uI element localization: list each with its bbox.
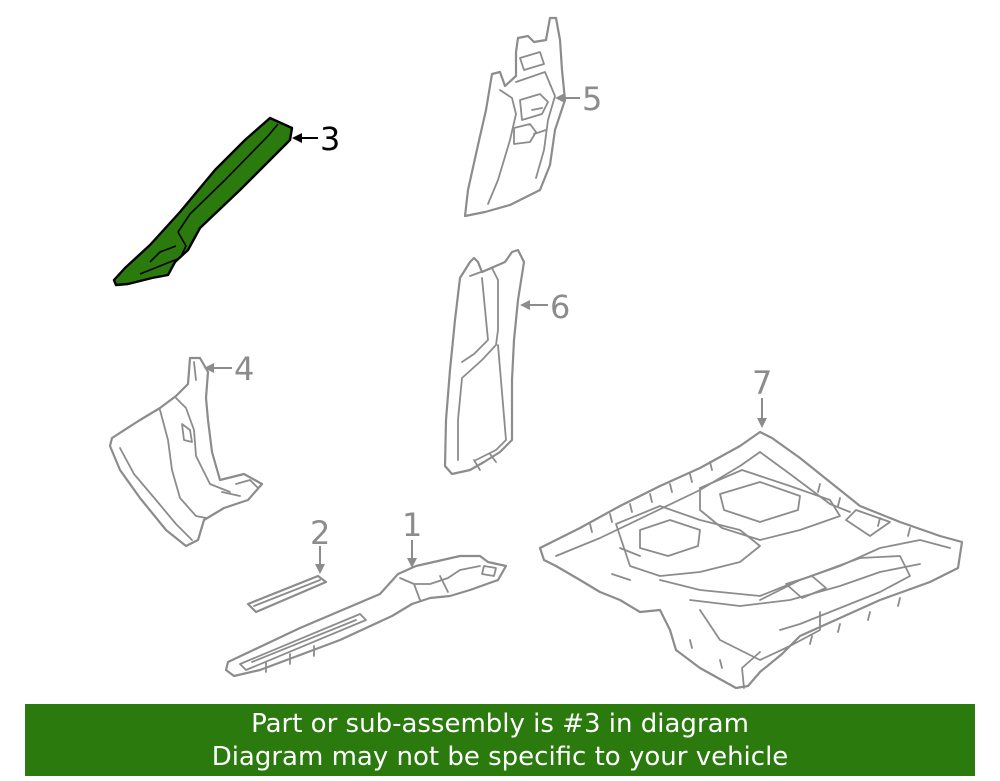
callout-number-4: 4 — [234, 350, 254, 388]
parts-diagram: 3 5 6 4 — [108, 16, 964, 690]
callout-number-2: 2 — [310, 514, 330, 552]
part-3-a-pillar-trim[interactable] — [112, 116, 294, 287]
callout-number-7: 7 — [752, 364, 772, 402]
callout-7: 7 — [752, 364, 772, 428]
callout-4: 4 — [204, 350, 254, 388]
part-5-upper-b-pillar-trim[interactable] — [463, 16, 567, 218]
info-banner: Part or sub-assembly is #3 in diagram Di… — [25, 704, 975, 776]
callout-2: 2 — [310, 514, 330, 574]
callout-number-1: 1 — [402, 506, 422, 544]
callout-number-3: 3 — [320, 120, 340, 158]
part-7-floor-carpet[interactable] — [538, 430, 964, 690]
callout-1: 1 — [402, 506, 422, 568]
part-6-lower-b-pillar-trim[interactable] — [443, 248, 526, 476]
banner-line-disclaimer: Diagram may not be specific to your vehi… — [211, 742, 789, 772]
part-1-door-scuff-plate[interactable] — [224, 554, 508, 678]
callout-6: 6 — [520, 288, 570, 326]
callout-3: 3 — [292, 120, 340, 158]
callout-number-5: 5 — [582, 80, 602, 118]
callout-5: 5 — [555, 80, 602, 118]
part-2-scuff-strip[interactable] — [246, 574, 328, 614]
part-4-cowl-side-trim[interactable] — [108, 356, 264, 548]
callout-number-6: 6 — [550, 288, 570, 326]
banner-line-part-number: Part or sub-assembly is #3 in diagram — [251, 709, 749, 739]
